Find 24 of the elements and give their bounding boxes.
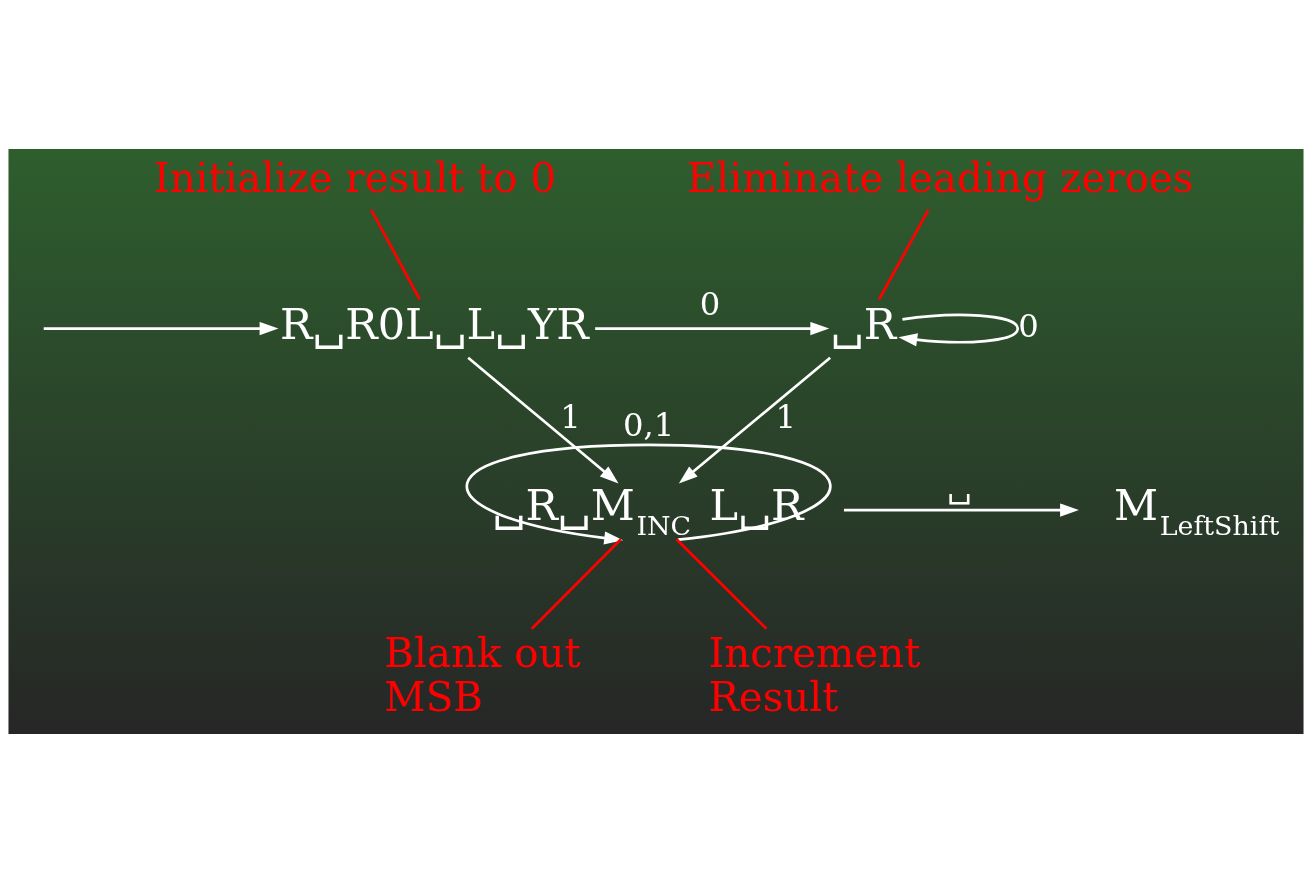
arrow — [467, 356, 619, 484]
node-text: Initialize result to 0 — [153, 154, 557, 202]
arrow — [678, 356, 831, 484]
edge-label: 1 — [560, 397, 581, 436]
arrow — [595, 321, 830, 335]
node-text: ␣R — [830, 298, 897, 349]
edge-label: 0 — [1018, 306, 1039, 345]
edge-label: ␣ — [946, 466, 972, 505]
edge-label: 0,1 — [622, 405, 675, 444]
edge-label: 0 — [699, 284, 721, 323]
connector — [675, 537, 768, 630]
arrow — [898, 313, 1020, 346]
arrow — [43, 321, 279, 335]
node-text: Blank out MSB — [384, 629, 581, 721]
node-text: Eliminate leading zeroes — [686, 154, 1194, 202]
node-text: R␣R0L␣L␣YR — [280, 298, 589, 349]
edge-label: 1 — [775, 397, 797, 436]
connector — [877, 208, 930, 300]
connector — [530, 537, 622, 630]
arrow — [843, 503, 1079, 517]
node-text: M$_{LeftShift}$ — [1113, 479, 1280, 541]
arrow — [466, 443, 831, 545]
connector — [369, 208, 421, 300]
node-text: Increment Result — [708, 629, 921, 721]
